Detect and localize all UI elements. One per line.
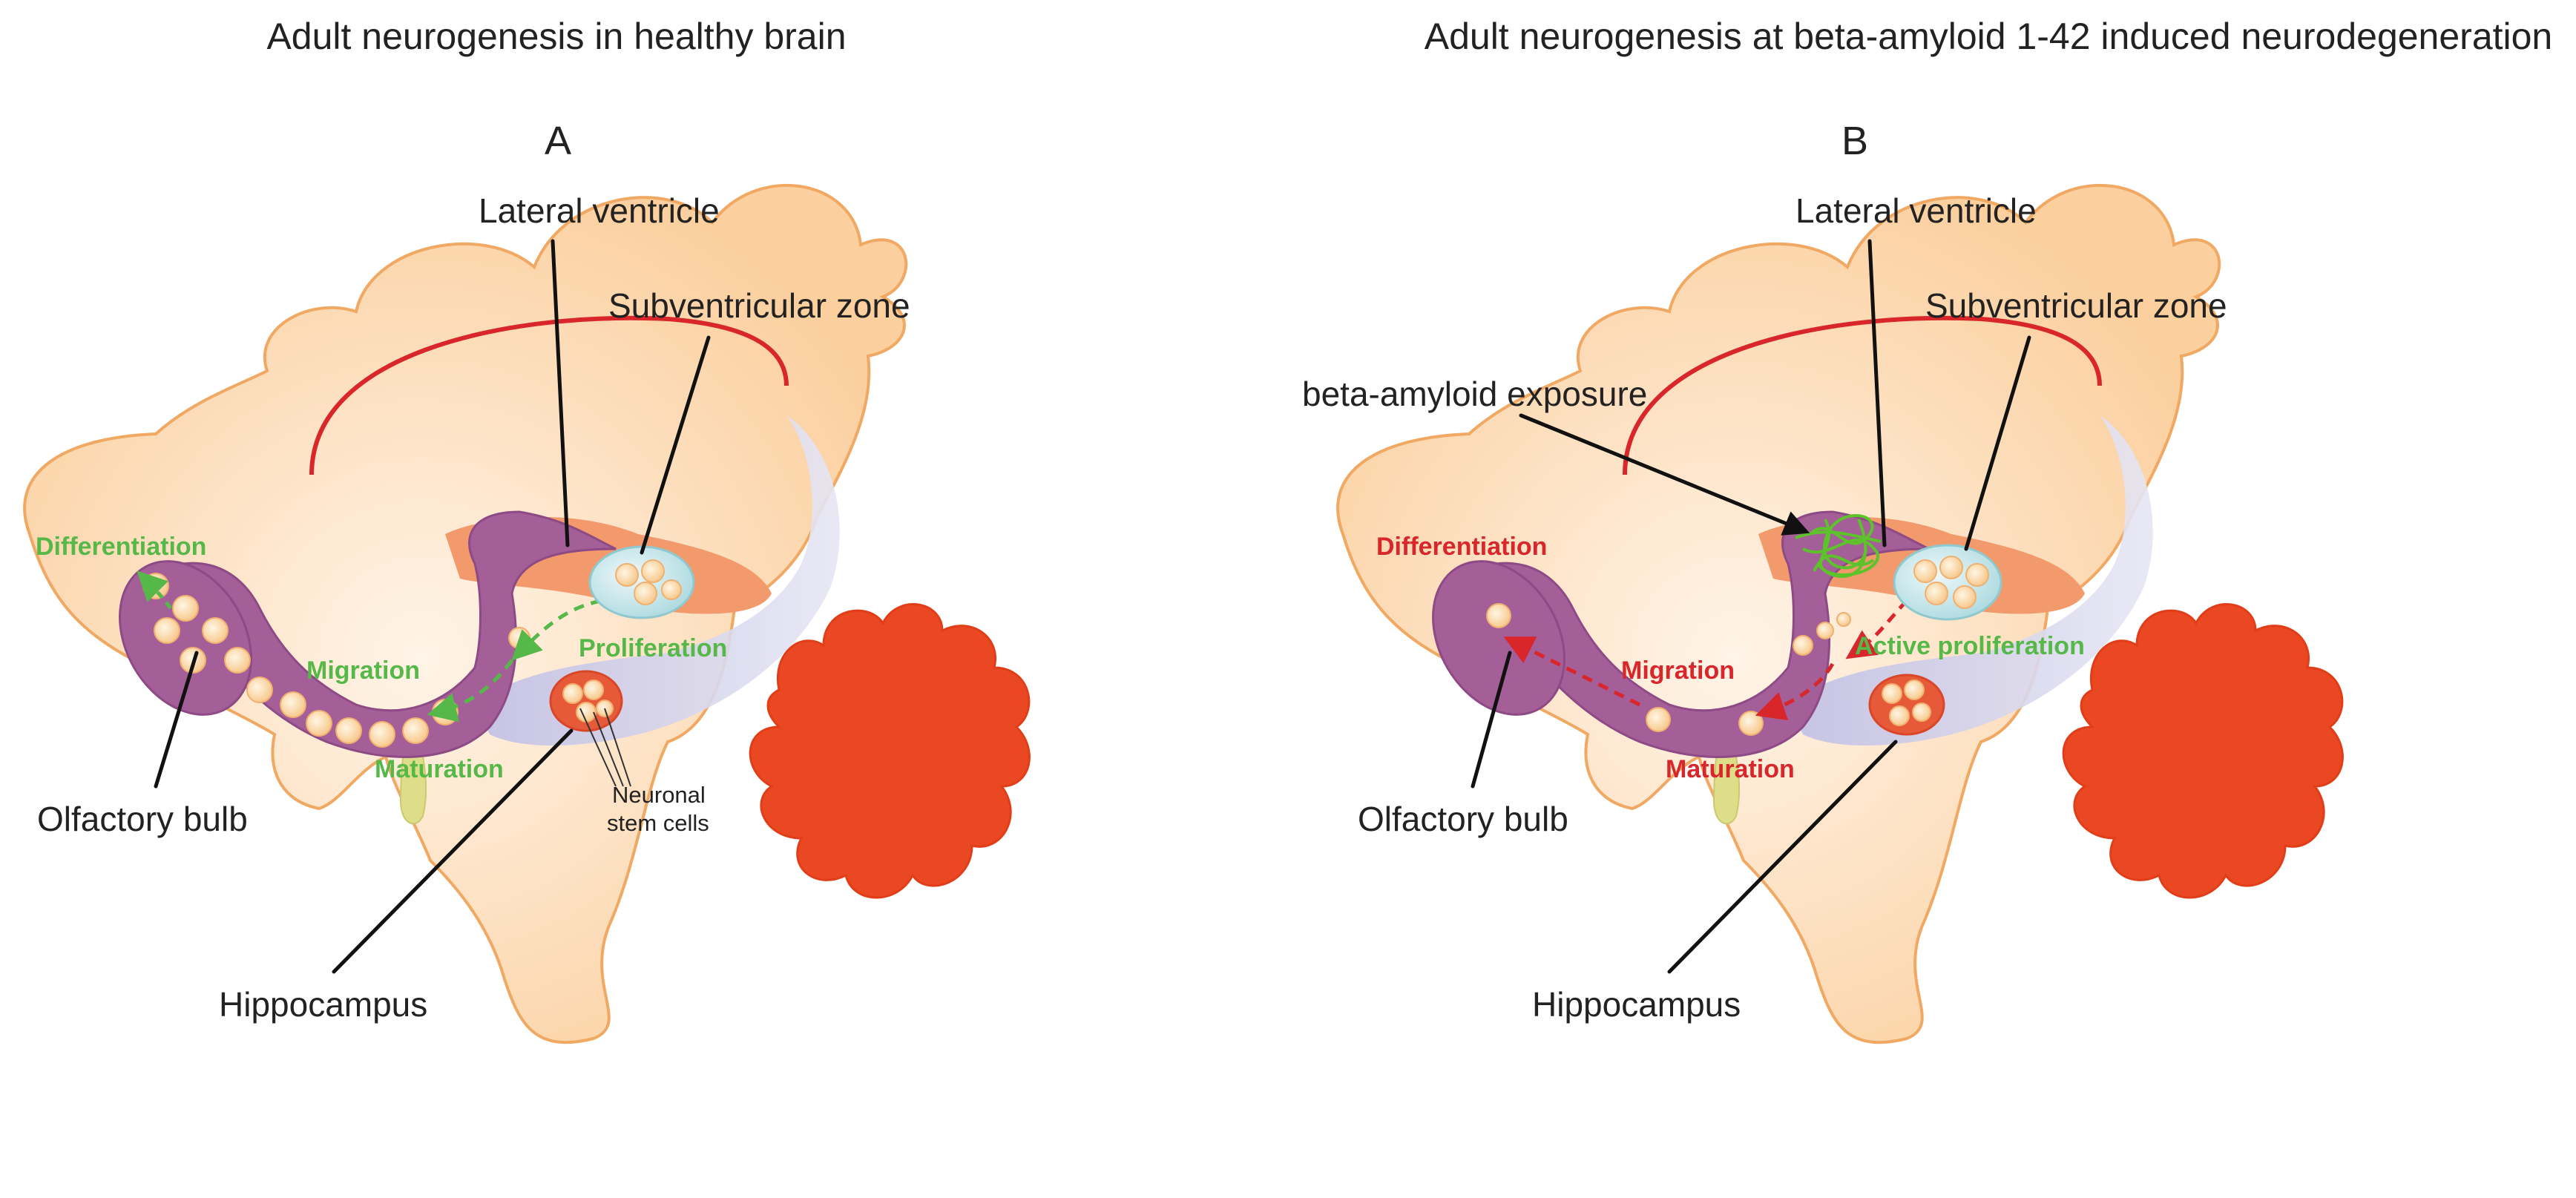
leader-beta-amyloid-b [1519, 413, 1810, 536]
step-active-proliferation-b: Active proliferation [1855, 632, 2085, 660]
leader-olfactory-bulb-a [154, 651, 199, 789]
step-proliferation-a: Proliferation [579, 634, 727, 662]
step-differentiation-b: Differentiation [1376, 533, 1547, 561]
panel-a: Adult neurogenesis in healthy brain A [24, 16, 1029, 1042]
label-lateral-ventricle-b: Lateral ventricle [1795, 191, 2037, 230]
brain-b [1338, 185, 2342, 1042]
leader-hippocampus-b [1667, 740, 1898, 974]
olfactory-bulb-shape-b [1432, 560, 1565, 716]
panel-b: Adult neurogenesis at beta-amyloid 1-42 … [1302, 16, 2552, 1042]
brain-a [24, 185, 1029, 1042]
leader-svz-b [1964, 335, 2031, 551]
step-differentiation-a: Differentiation [36, 533, 206, 561]
label-lateral-ventricle-a: Lateral ventricle [479, 191, 720, 230]
label-svz-b: Subventricular zone [1925, 286, 2227, 325]
leader-lateral-ventricle-b [1867, 239, 1887, 547]
subventricular-zone-a [588, 545, 695, 619]
neuronal-stem-cells-a [549, 670, 623, 732]
panel-a-title: Adult neurogenesis in healthy brain [266, 16, 846, 57]
step-migration-a: Migration [306, 656, 420, 685]
leader-olfactory-bulb-b [1471, 651, 1512, 789]
label-stem-cells-line1-a: Neuronal [612, 782, 706, 808]
label-beta-amyloid-b: beta-amyloid exposure [1302, 375, 1647, 413]
label-hippocampus-b: Hippocampus [1532, 985, 1741, 1024]
label-svz-a: Subventricular zone [608, 286, 910, 325]
label-stem-cells-line2-a: stem cells [607, 810, 709, 836]
leader-hippocampus-a [332, 728, 574, 974]
panel-a-letter: A [545, 119, 571, 163]
leader-svz-a [640, 335, 711, 555]
step-maturation-b: Maturation [1666, 755, 1795, 783]
label-olfactory-bulb-a: Olfactory bulb [37, 800, 248, 838]
panel-b-title: Adult neurogenesis at beta-amyloid 1-42 … [1425, 16, 2553, 57]
step-migration-b: Migration [1621, 656, 1735, 685]
migrating-cells-a [142, 573, 530, 748]
label-hippocampus-a: Hippocampus [219, 985, 427, 1024]
subventricular-zone-b [1893, 544, 2002, 621]
hippocampal-niche-b [1868, 674, 1945, 736]
step-maturation-a: Maturation [375, 755, 504, 783]
label-olfactory-bulb-b: Olfactory bulb [1358, 800, 1568, 838]
panel-b-letter: B [1841, 119, 1868, 163]
leader-lateral-ventricle-a [551, 239, 570, 547]
migration-pathway-b [1453, 510, 1930, 758]
